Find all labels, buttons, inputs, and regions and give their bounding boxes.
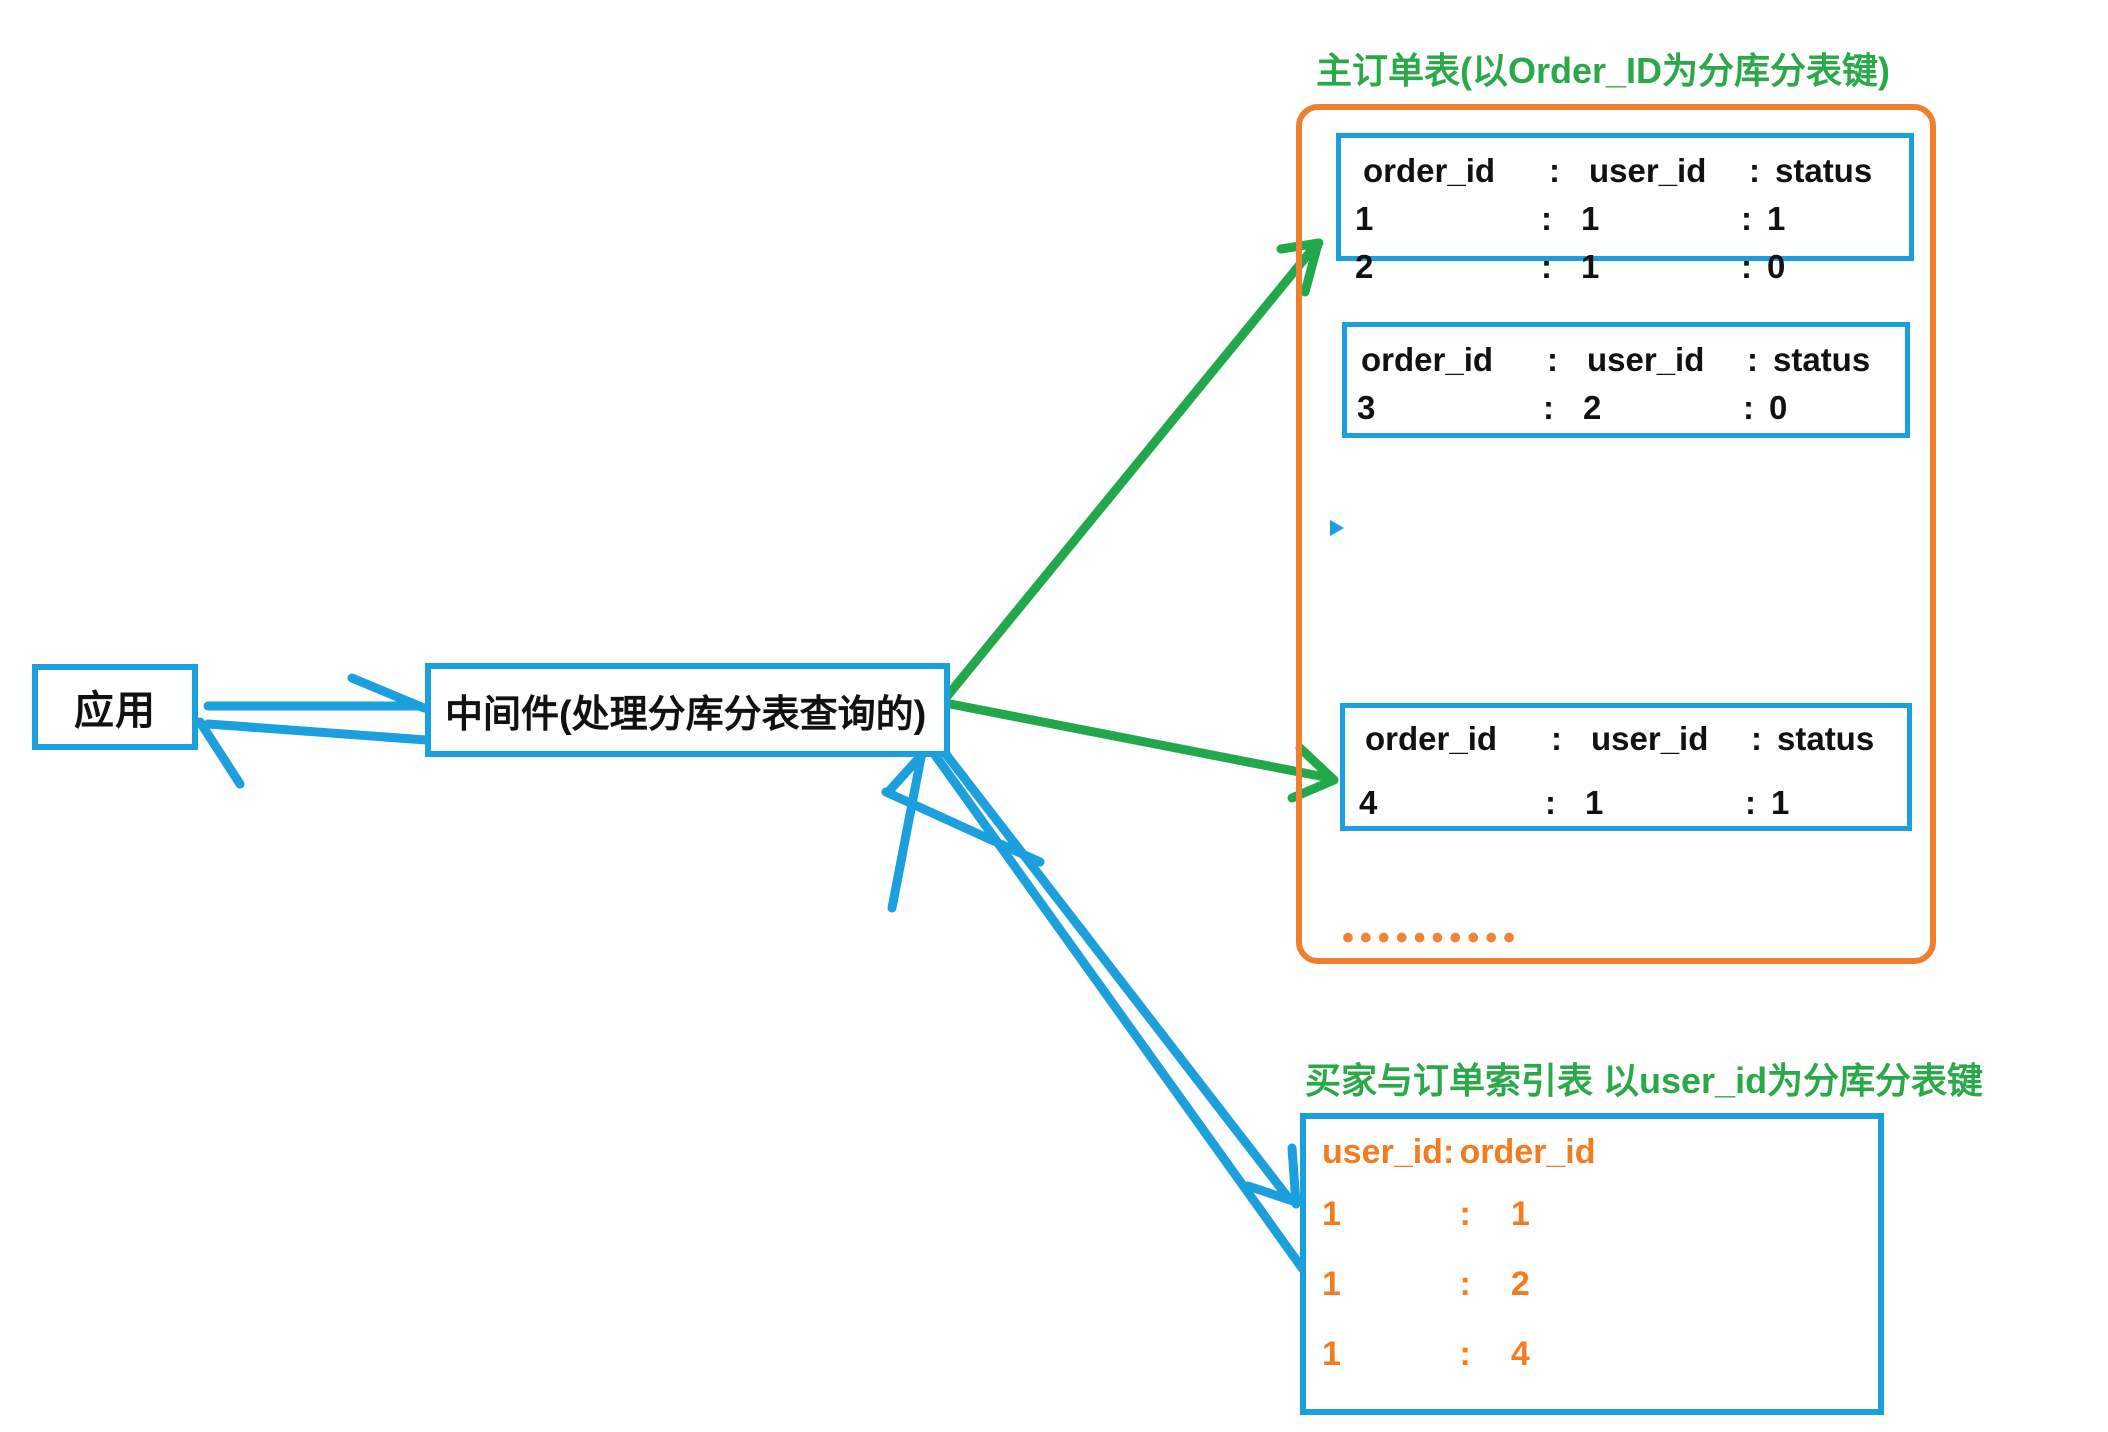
cell-sep-1: : xyxy=(1545,784,1556,821)
shard-3-header-row: order_id : user_id : status xyxy=(1365,720,1874,758)
sep-2: : xyxy=(1751,720,1762,757)
col-user-id: user_id xyxy=(1591,720,1709,757)
arrow-middleware-to-app xyxy=(195,717,431,789)
cell-sep-2: : xyxy=(1743,389,1754,426)
cell-sep-2: : xyxy=(1745,784,1756,821)
index-table[interactable]: user_id: order_id 1 : 1 1 : 2 1 : 4 xyxy=(1300,1113,1884,1415)
node-middleware[interactable]: 中间件(处理分库分表查询的) xyxy=(425,663,950,757)
index-table-header-row: user_id: order_id xyxy=(1322,1133,1596,1172)
col-status: status xyxy=(1777,720,1875,757)
node-middleware-label: 中间件(处理分库分表查询的) xyxy=(445,693,927,736)
arrow-app-to-middleware xyxy=(203,673,429,713)
sep-2: : xyxy=(1749,152,1760,189)
shard-2-header-row: order_id : user_id : status xyxy=(1361,341,1870,379)
node-application[interactable]: 应用 xyxy=(32,664,198,750)
sep-1: : xyxy=(1549,152,1560,189)
cell-sep-1: : xyxy=(1543,389,1554,426)
cell-sep: : xyxy=(1459,1195,1471,1233)
cell-sep-1: : xyxy=(1541,248,1552,285)
cell-sep-2: : xyxy=(1741,200,1752,237)
cell-order-id: 4 xyxy=(1359,784,1378,821)
cell-status: 1 xyxy=(1767,200,1786,237)
cell-sep-2: : xyxy=(1741,248,1752,285)
col-status: status xyxy=(1773,341,1871,378)
col-user-id: user_id xyxy=(1589,152,1707,189)
main-table-shard-container xyxy=(1296,104,1936,964)
cell-user-id: 2 xyxy=(1583,389,1602,426)
shard-1-header-row: order_id : user_id : status xyxy=(1363,152,1872,190)
shard-table-1[interactable]: order_id : user_id : status 1 : 1 : 1 2 … xyxy=(1336,133,1914,285)
col-order-id: order_id xyxy=(1365,720,1498,757)
arrow-index-table-to-middleware xyxy=(881,743,1307,1273)
col-order-id: order_id xyxy=(1361,341,1494,378)
cell-user-id: 1 xyxy=(1322,1335,1341,1373)
cell-status: 0 xyxy=(1767,248,1786,285)
cell-order-id: 3 xyxy=(1357,389,1376,426)
cell-user-id: 1 xyxy=(1322,1265,1341,1303)
cell-user-id: 1 xyxy=(1581,200,1600,237)
node-application-label: 应用 xyxy=(74,689,156,733)
shard-table-2[interactable]: order_id : user_id : status 3 : 2 : 0 xyxy=(1342,322,1910,438)
sep-1: : xyxy=(1547,341,1558,378)
cell-order-id: 2 xyxy=(1510,1265,1530,1303)
col-order-id: order_id xyxy=(1459,1133,1596,1171)
shard-1-row-1: 1 : 1 : 1 xyxy=(1355,200,1785,238)
cell-order-id: 1 xyxy=(1355,200,1374,237)
shard-table-3[interactable]: order_id : user_id : status 4 : 1 : 1 xyxy=(1340,703,1912,831)
shard-1-row-2: 2 : 1 : 0 xyxy=(1355,248,1785,286)
cell-status: 0 xyxy=(1769,389,1788,426)
arrow-middleware-to-index-table xyxy=(933,739,1301,1209)
col-status: status xyxy=(1775,152,1873,189)
index-table-row-3: 1 : 4 xyxy=(1322,1335,1530,1374)
sep-2: : xyxy=(1747,341,1758,378)
col-user-id: user_id: xyxy=(1322,1133,1455,1171)
index-table-row-2: 1 : 2 xyxy=(1322,1265,1530,1304)
cell-user-id: 1 xyxy=(1581,248,1600,285)
sep-1: : xyxy=(1551,720,1562,757)
cell-sep: : xyxy=(1459,1265,1471,1303)
main-table-title: 主订单表(以Order_ID为分库分表键) xyxy=(1316,50,1891,91)
index-table-title: 买家与订单索引表 以user_id为分库分表键 xyxy=(1305,1060,1984,1101)
cell-user-id: 1 xyxy=(1322,1195,1341,1233)
cell-status: 1 xyxy=(1771,784,1790,821)
index-table-row-1: 1 : 1 xyxy=(1322,1195,1530,1234)
shard-list-ellipsis: •••••••••• xyxy=(1342,919,1522,957)
cell-order-id: 1 xyxy=(1510,1195,1530,1233)
arrow-middleware-to-shard-3 xyxy=(935,697,1339,803)
col-user-id: user_id xyxy=(1587,341,1705,378)
arrow-middleware-to-shard-1 xyxy=(939,238,1324,705)
shard-3-row-1: 4 : 1 : 1 xyxy=(1359,784,1789,822)
cell-sep-1: : xyxy=(1541,200,1552,237)
shard-2-row-1: 3 : 2 : 0 xyxy=(1357,389,1787,427)
cell-user-id: 1 xyxy=(1585,784,1604,821)
col-order-id: order_id xyxy=(1363,152,1496,189)
cell-sep: : xyxy=(1459,1335,1471,1373)
cell-order-id: 4 xyxy=(1510,1335,1530,1373)
cell-order-id: 2 xyxy=(1355,248,1374,285)
